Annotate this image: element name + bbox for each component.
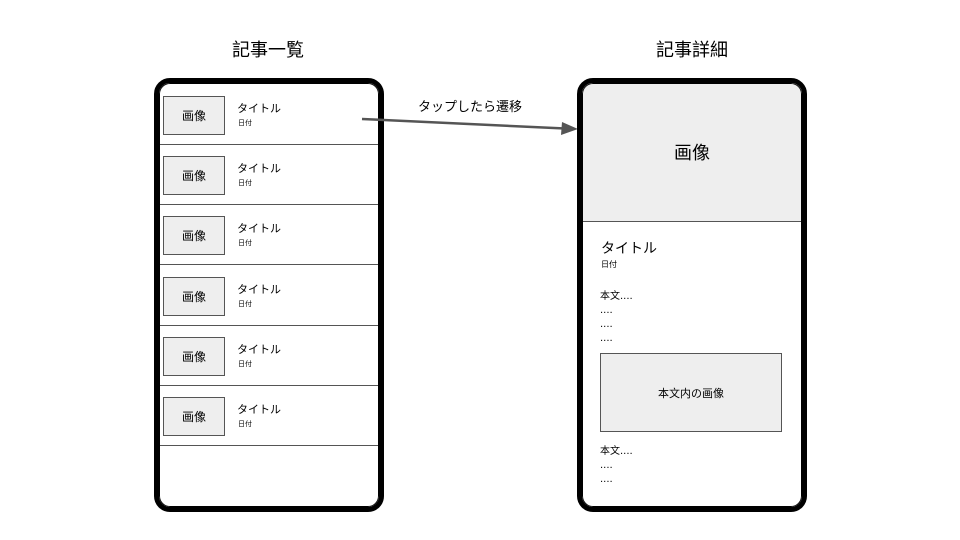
thumbnail-image: 画像 bbox=[163, 397, 225, 436]
hero-image: 画像 bbox=[582, 83, 802, 222]
detail-screen-heading: 記事詳細 bbox=[656, 40, 728, 61]
thumbnail-image: 画像 bbox=[163, 216, 225, 256]
body-line: .... bbox=[600, 319, 613, 330]
thumbnail-image: 画像 bbox=[163, 336, 225, 376]
article-list-item[interactable]: 画像 タイトル 日付 bbox=[159, 145, 379, 206]
item-date: 日付 bbox=[238, 420, 252, 428]
article-list-item[interactable]: 画像 タイトル 日付 bbox=[159, 266, 379, 326]
item-date: 日付 bbox=[238, 299, 252, 308]
inline-image: 本文内の画像 bbox=[600, 353, 782, 432]
item-title: タイトル bbox=[237, 282, 281, 296]
thumbnail-image: 画像 bbox=[163, 96, 225, 135]
body-line: .... bbox=[600, 305, 613, 316]
body-text-1: 本文.... .... .... .... bbox=[600, 290, 633, 346]
detail-phone-frame: 画像 タイトル 日付 本文.... .... .... .... 本文内の画像 … bbox=[577, 78, 807, 512]
arrow-label: タップしたら遷移 bbox=[418, 100, 523, 115]
detail-date: 日付 bbox=[601, 260, 617, 269]
body-line: .... bbox=[600, 460, 613, 471]
body-line: 本文.... bbox=[600, 291, 633, 302]
item-title: タイトル bbox=[237, 222, 281, 236]
item-date: 日付 bbox=[238, 239, 252, 248]
article-list-item[interactable]: 画像 タイトル 日付 bbox=[159, 85, 379, 145]
list-phone-frame: 画像 タイトル 日付画像 タイトル 日付画像 タイトル 日付画像 タイトル 日付… bbox=[154, 78, 384, 512]
thumbnail-image: 画像 bbox=[163, 156, 225, 196]
item-title: タイトル bbox=[237, 403, 281, 416]
item-title: タイトル bbox=[237, 102, 281, 115]
article-list-item[interactable]: 画像 タイトル 日付 bbox=[159, 386, 379, 446]
body-line: .... bbox=[600, 474, 613, 485]
item-date: 日付 bbox=[238, 119, 252, 127]
item-date: 日付 bbox=[238, 359, 252, 368]
article-list-item[interactable]: 画像 タイトル 日付 bbox=[159, 326, 379, 386]
body-line: .... bbox=[600, 333, 613, 344]
article-list-item[interactable]: 画像 タイトル 日付 bbox=[159, 205, 379, 266]
item-date: 日付 bbox=[238, 179, 252, 188]
item-title: タイトル bbox=[237, 342, 281, 356]
body-line: 本文.... bbox=[600, 446, 633, 457]
body-text-2: 本文.... .... .... bbox=[600, 445, 633, 487]
list-screen-heading: 記事一覧 bbox=[232, 40, 304, 61]
detail-title: タイトル bbox=[601, 241, 657, 257]
item-title: タイトル bbox=[237, 162, 281, 176]
thumbnail-image: 画像 bbox=[163, 276, 225, 316]
